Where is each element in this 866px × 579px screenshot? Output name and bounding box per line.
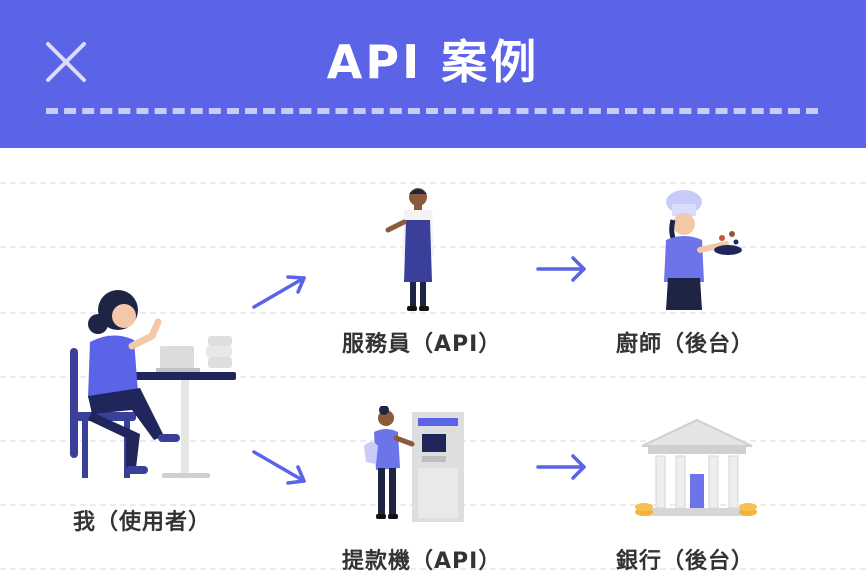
waiter-label: 服務員（API） [342,332,502,357]
arrow-right-icon [536,256,586,282]
header-divider [46,108,818,114]
me-label: 我（使用者） [73,510,212,535]
chef-icon [664,190,742,310]
guide-line [0,182,866,184]
bank-building-icon [635,418,757,516]
arrow-right-icon [252,450,306,485]
waiter-icon [385,188,434,311]
person-at-laptop-icon [70,290,236,478]
atm-user-icon [364,406,464,522]
page-title: API 案例 [326,35,540,89]
bank-label: 銀行（後台） [616,549,755,574]
atm-label: 提款機（API） [342,549,502,574]
arrow-right-icon [536,454,586,480]
chef-label: 廚師（後台） [616,332,755,357]
guide-line [0,568,866,570]
close-icon[interactable] [44,40,88,84]
header-bar: API 案例 [0,0,866,148]
arrow-right-icon [252,275,306,309]
guide-line [0,376,866,378]
guide-line [0,312,866,314]
